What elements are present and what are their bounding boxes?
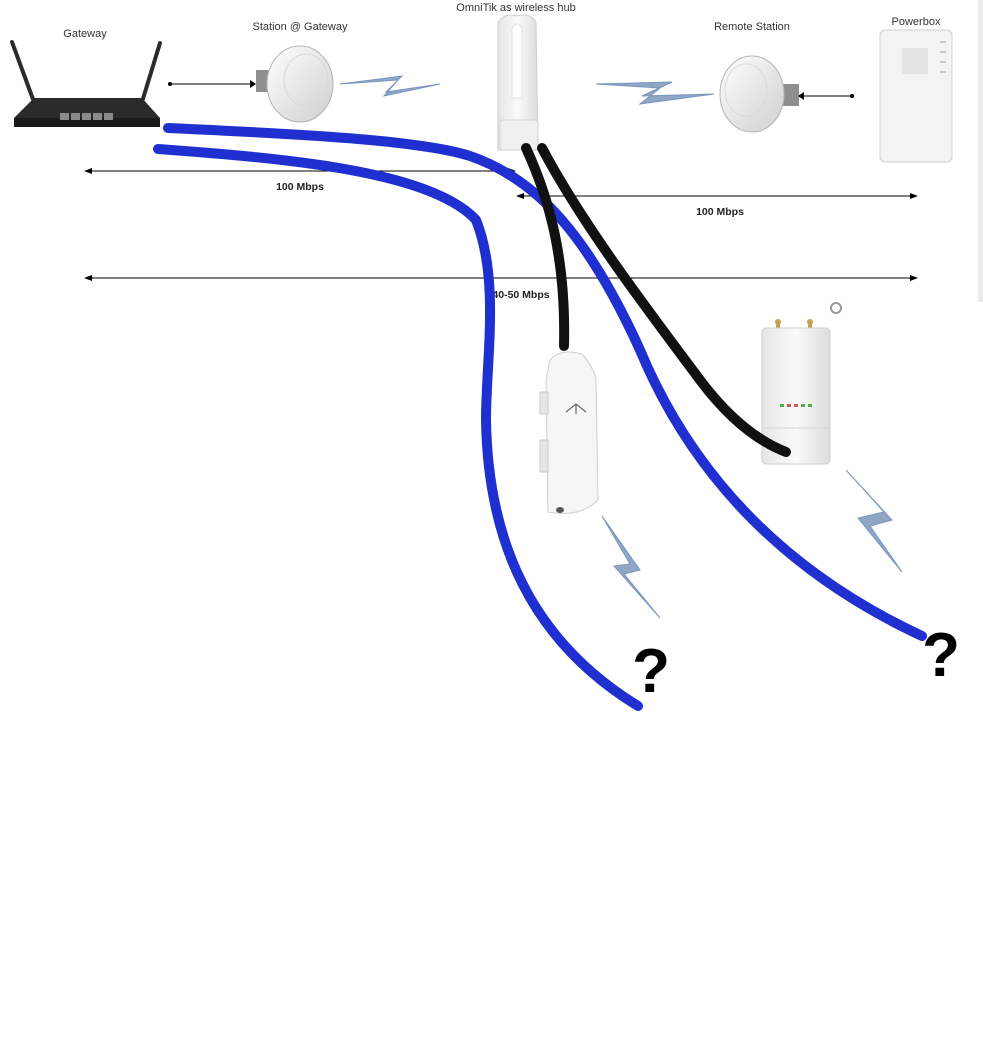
router-icon — [10, 40, 162, 127]
rocket-radio-icon — [761, 302, 842, 465]
panel-edge — [978, 0, 983, 302]
cable-black-to-nanostation — [521, 143, 570, 351]
unknown-left: ? — [632, 637, 670, 706]
lightning-bolt-icon — [339, 75, 441, 97]
gateway-label: Gateway — [63, 28, 107, 40]
dimension-hub-powerbox — [516, 193, 918, 199]
sector-antenna-icon — [539, 351, 599, 514]
unknown-right: ? — [922, 621, 960, 690]
powerbox-label: Powerbox — [892, 16, 941, 28]
speed-hub-powerbox: 100 Mbps — [696, 206, 744, 218]
speed-end-to-end: 40-50 Mbps — [492, 289, 549, 301]
remote-station-label: Remote Station — [714, 21, 790, 33]
lightning-bolt-icon — [595, 81, 715, 105]
powerbox-icon — [879, 29, 953, 163]
dish-antenna-icon — [719, 55, 799, 133]
dimension-gateway-hub — [84, 168, 516, 174]
dimension-end-to-end — [84, 275, 918, 281]
dish-antenna-icon — [256, 45, 334, 123]
speed-gateway-hub: 100 Mbps — [276, 181, 324, 193]
station-gateway-label: Station @ Gateway — [253, 21, 348, 33]
omni-antenna-icon — [497, 14, 539, 151]
lightning-bolt-icon — [601, 515, 661, 619]
lightning-bolt-icon — [845, 469, 903, 573]
route-blue-outer — [163, 123, 927, 641]
cable-black-to-rocket — [537, 143, 791, 457]
hub-label: OmniTik as wireless hub — [456, 2, 575, 14]
route-blue-inner — [153, 144, 643, 711]
